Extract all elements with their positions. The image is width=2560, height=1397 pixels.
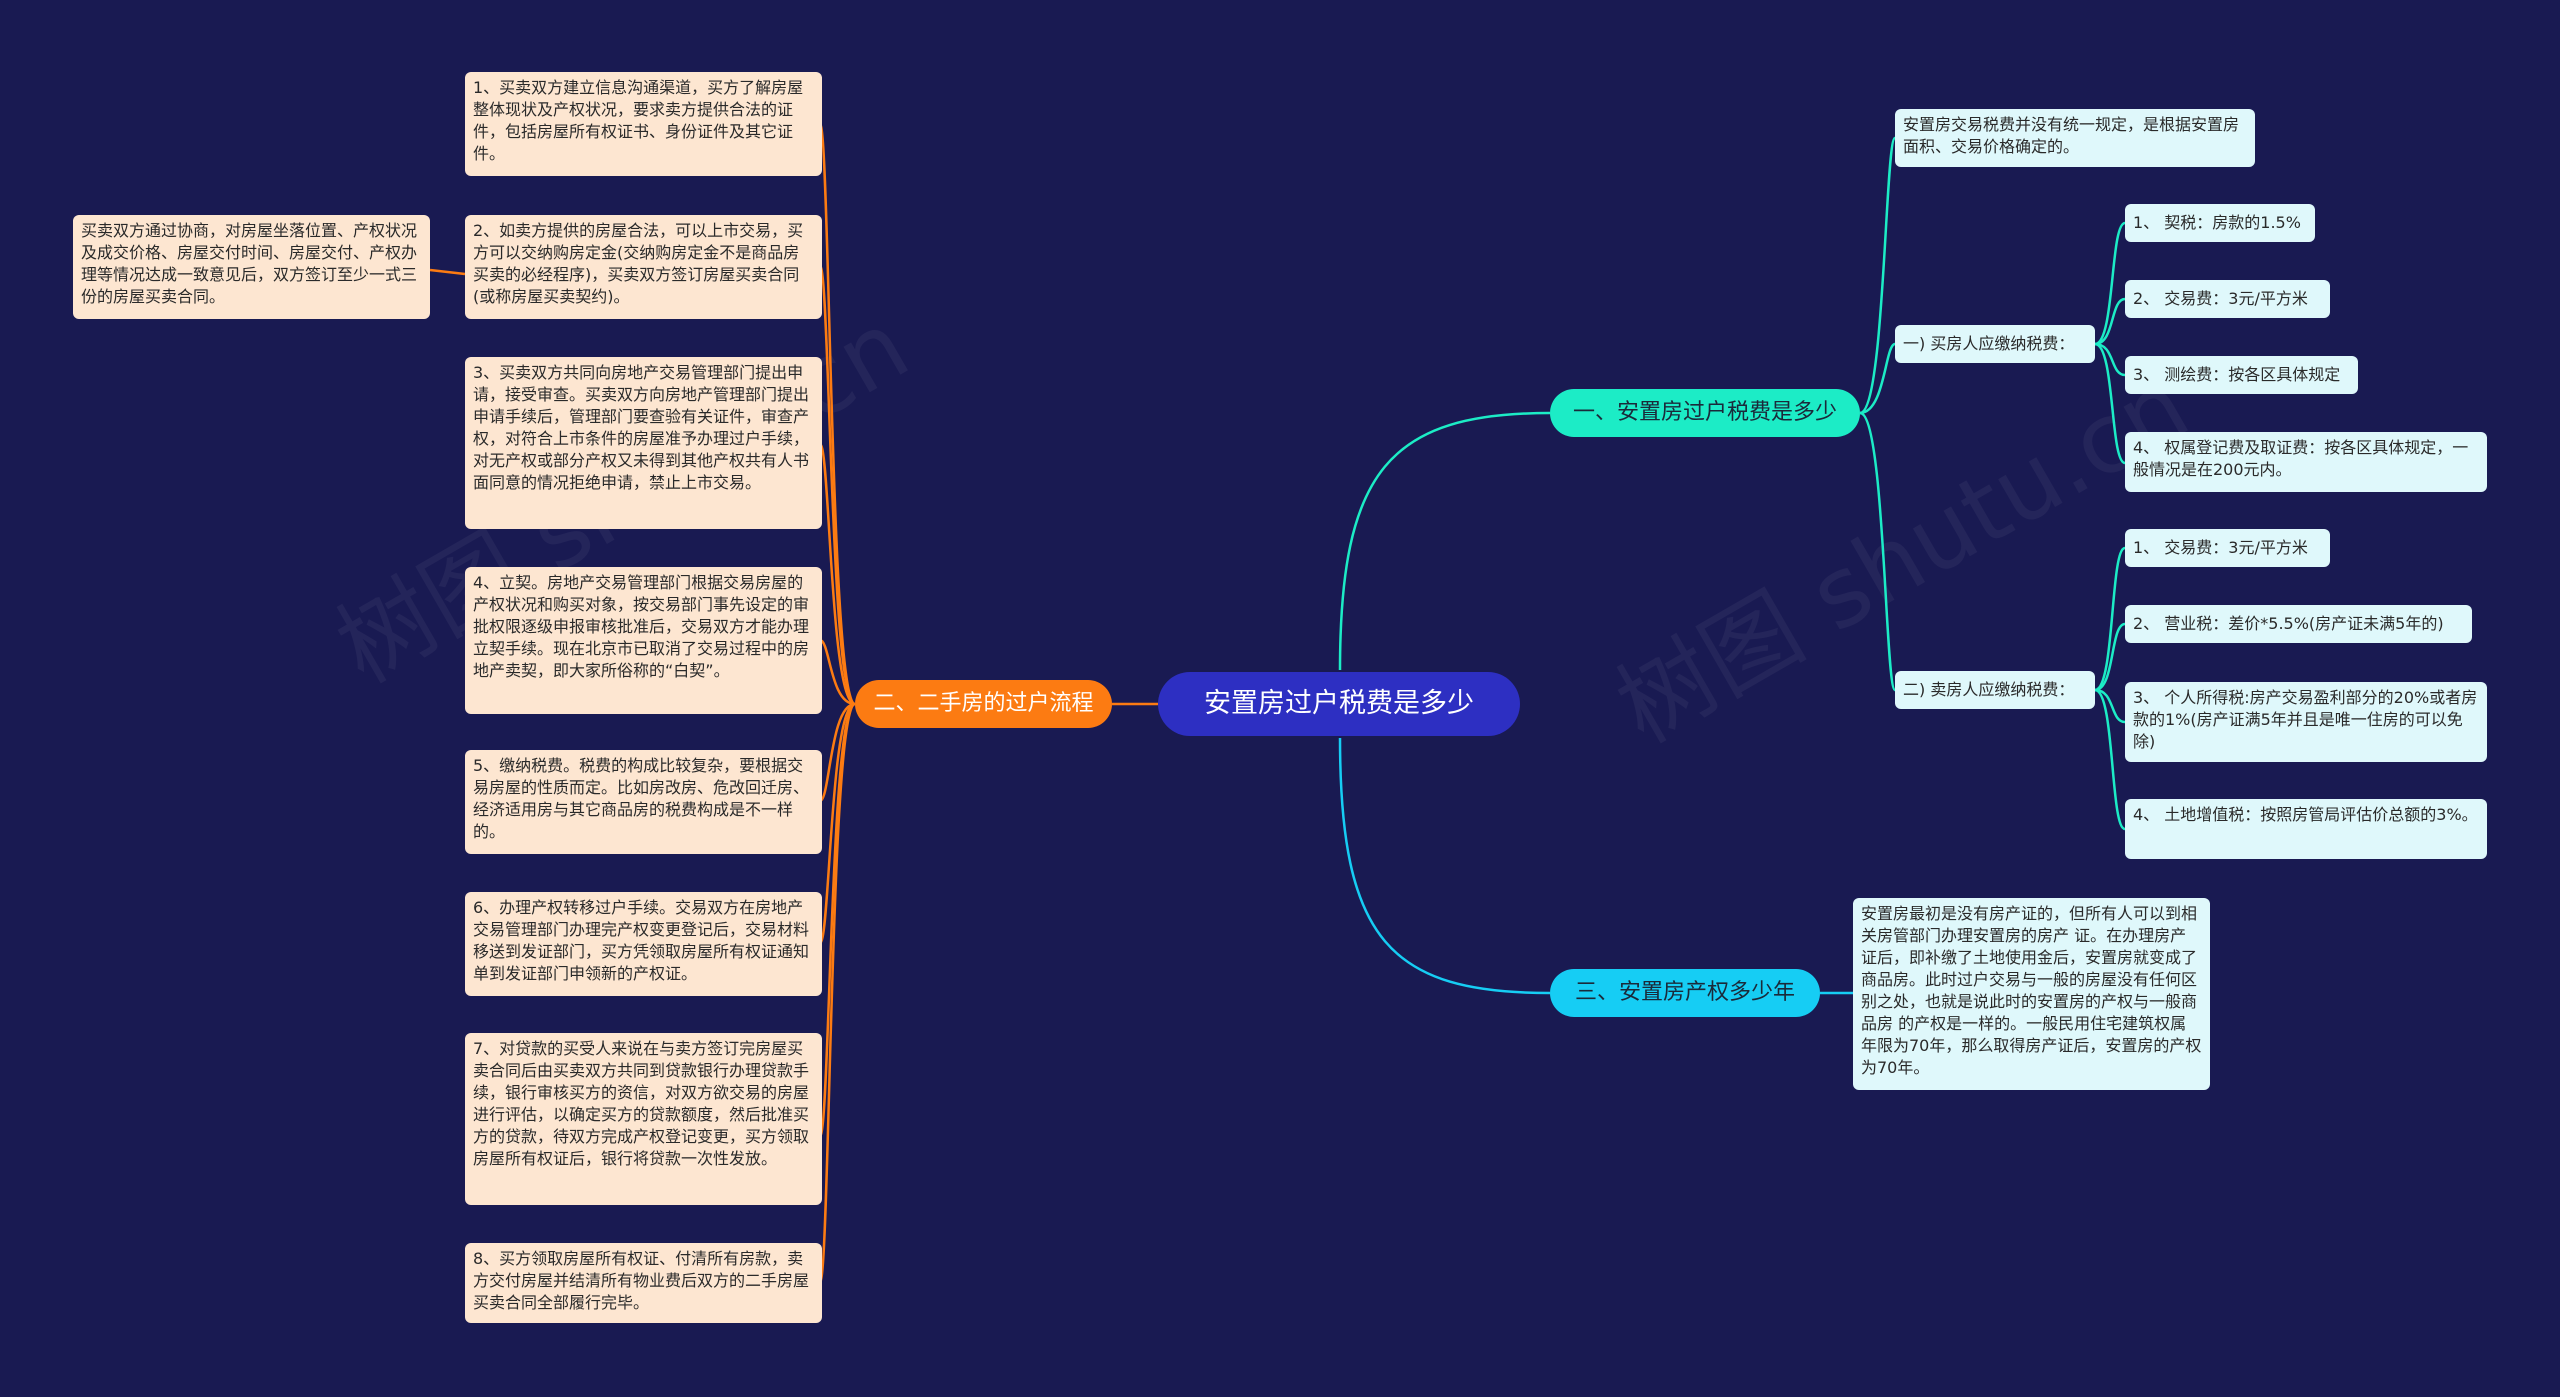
buyer-tax-item-3[interactable]: 3、 测绘费：按各区具体规定 (2125, 356, 2358, 394)
process-step-8[interactable]: 8、买方领取房屋所有权证、付清所有房款，卖方交付房屋并结清所有物业费后双方的二手… (465, 1243, 822, 1323)
links-taxes (1859, 136, 2126, 831)
link-root-property (1338, 737, 1551, 995)
buyer-tax-item-1[interactable]: 1、 契税：房款的1.5% (2125, 204, 2315, 242)
branch-tax-fees[interactable]: 一、安置房过户税费是多少 (1550, 389, 1860, 437)
seller-tax-item-4[interactable]: 4、 土地增值税：按照房管局评估价总额的3%。 (2125, 799, 2487, 859)
seller-tax-item-1[interactable]: 1、 交易费：3元/平方米 (2125, 529, 2330, 567)
process-step-2[interactable]: 2、如卖方提供的房屋合法，可以上市交易，买方可以交纳购房定金(交纳购房定金不是商… (465, 215, 822, 319)
process-step-1[interactable]: 1、买卖双方建立信息沟通渠道，买方了解房屋整体现状及产权状况，要求卖方提供合法的… (465, 72, 822, 176)
branch-property-term[interactable]: 三、安置房产权多少年 (1550, 969, 1820, 1017)
property-term-detail[interactable]: 安置房最初是没有房产证的，但所有人可以到相关房管部门办理安置房的房产 证。在办理… (1853, 898, 2210, 1090)
seller-tax-label[interactable]: 二) 卖房人应缴纳税费： (1895, 671, 2095, 709)
seller-tax-item-2[interactable]: 2、 营业税：差价*5.5%(房产证未满5年的) (2125, 605, 2472, 643)
tax-intro[interactable]: 安置房交易税费并没有统一规定，是根据安置房面积、交易价格确定的。 (1895, 109, 2255, 167)
process-step-7[interactable]: 7、对贷款的买受人来说在与卖方签订完房屋买卖合同后由买卖双方共同到贷款银行办理贷… (465, 1033, 822, 1205)
buyer-tax-label[interactable]: 一) 买房人应缴纳税费： (1895, 325, 2095, 363)
root-topic[interactable]: 安置房过户税费是多少 (1158, 672, 1520, 736)
process-step-4[interactable]: 4、立契。房地产交易管理部门根据交易房屋的产权状况和购买对象，按交易部门事先设定… (465, 567, 822, 714)
process-step-5[interactable]: 5、缴纳税费。税费的构成比较复杂，要根据交易房屋的性质而定。比如房改房、危改回迁… (465, 750, 822, 854)
process-step-3[interactable]: 3、买卖双方共同向房地产交易管理部门提出申请，接受审查。买卖双方向房地产管理部门… (465, 357, 822, 529)
process-step-6[interactable]: 6、办理产权转移过户手续。交易双方在房地产交易管理部门办理完产权变更登记后，交易… (465, 892, 822, 996)
link-root-taxes (1338, 411, 1551, 671)
links-process-steps (429, 122, 857, 1284)
seller-tax-item-3[interactable]: 3、 个人所得税:房产交易盈利部分的20%或者房款的1%(房产证满5年并且是唯一… (2125, 682, 2487, 762)
process-step-2-detail[interactable]: 买卖双方通过协商，对房屋坐落位置、产权状况及成交价格、房屋交付时间、房屋交付、产… (73, 215, 430, 319)
buyer-tax-item-2[interactable]: 2、 交易费：3元/平方米 (2125, 280, 2330, 318)
branch-transfer-process[interactable]: 二、二手房的过户流程 (855, 680, 1112, 728)
buyer-tax-item-4[interactable]: 4、 权属登记费及取证费：按各区具体规定，一般情况是在200元内。 (2125, 432, 2487, 492)
